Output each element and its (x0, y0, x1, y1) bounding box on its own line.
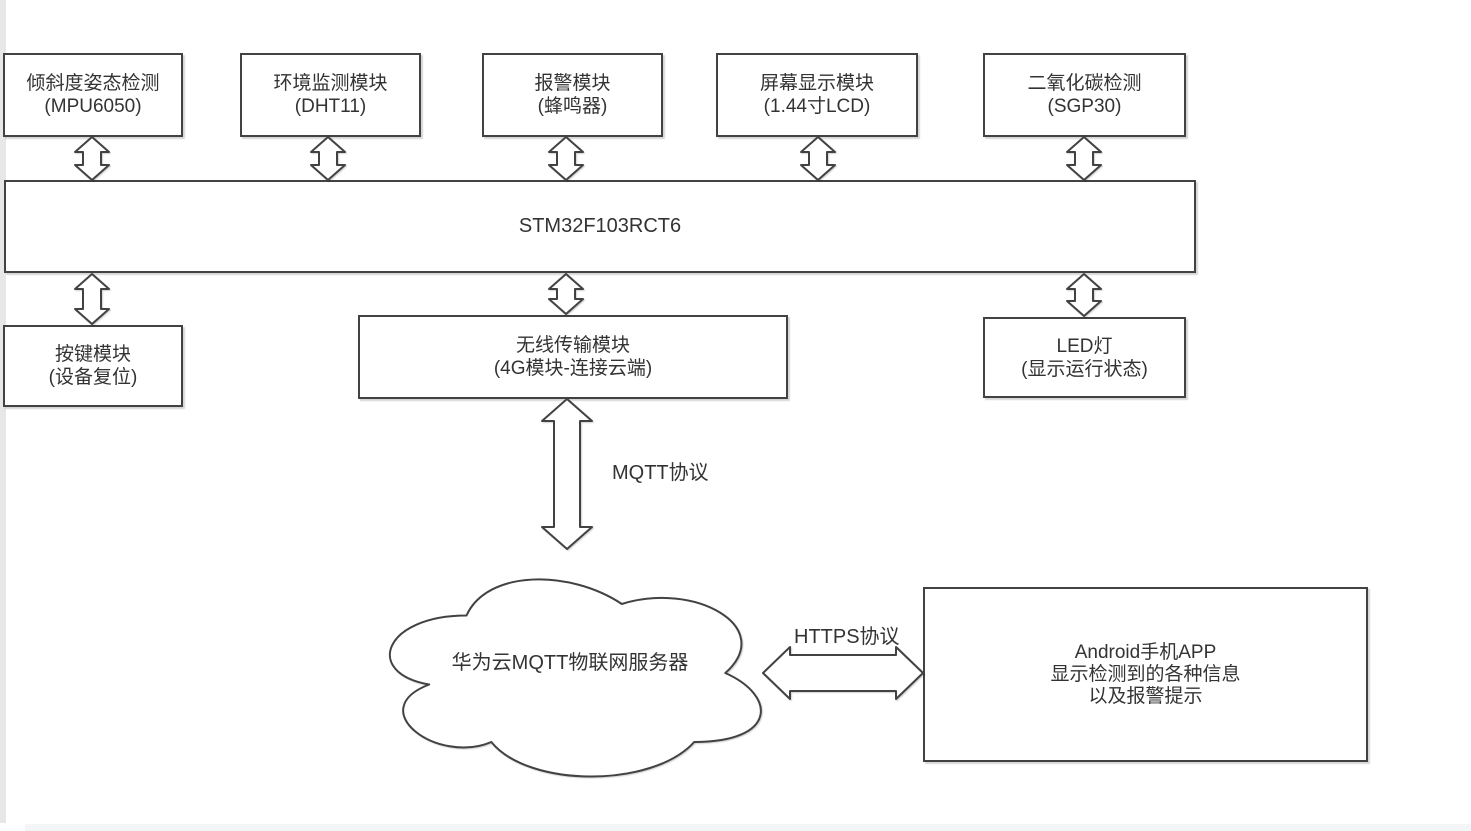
module-box-mpu6050: 倾斜度姿态检测 (MPU6050) (3, 53, 183, 137)
mqtt-protocol-label: MQTT协议 (612, 462, 709, 484)
module-sublabel: (DHT11) (294, 96, 367, 117)
module-sublabel: (1.44寸LCD) (763, 96, 871, 117)
double-arrow-icon-mcu-key (74, 273, 110, 325)
app-description-2: 以及报警提示 (1088, 685, 1203, 707)
module-sublabel: (设备复位) (48, 367, 138, 388)
module-label: 报警模块 (534, 73, 611, 94)
module-label: 倾斜度姿态检测 (26, 73, 160, 94)
module-label: 环境监测模块 (273, 73, 388, 94)
module-box-led: LED灯 (显示运行状态) (983, 317, 1186, 398)
module-box-sgp30: 二氧化碳检测 (SGP30) (983, 53, 1186, 137)
mqtt-double-arrow-icon (541, 398, 593, 550)
module-sublabel: (显示运行状态) (1021, 358, 1148, 380)
module-label: 无线传输模块 (515, 335, 630, 356)
app-label: Android手机APP (1074, 641, 1217, 663)
module-label: 屏幕显示模块 (759, 73, 874, 94)
module-sublabel: (蜂鸣器) (537, 96, 608, 117)
module-box-alarm: 报警模块 (蜂鸣器) (482, 53, 663, 137)
mcu-label: STM32F103RCT6 (518, 215, 682, 237)
https-protocol-label: HTTPS协议 (794, 626, 900, 648)
app-description-1: 显示检测到的各种信息 (1050, 663, 1241, 685)
double-arrow-icon-mcu-led (1066, 273, 1102, 317)
module-box-wireless: 无线传输模块 (4G模块-连接云端) (358, 315, 788, 399)
canvas-bottom-edge (25, 824, 1471, 831)
double-arrow-icon-lcd-mcu (800, 136, 836, 181)
module-sublabel: (4G模块-连接云端) (493, 358, 653, 379)
cloud-label: 华为云MQTT物联网服务器 (451, 652, 689, 674)
module-box-lcd: 屏幕显示模块 (1.44寸LCD) (716, 53, 918, 137)
double-arrow-icon-sgp30-mcu (1066, 136, 1102, 181)
module-sublabel: (SGP30) (1047, 96, 1122, 117)
module-label: 按键模块 (54, 344, 131, 365)
module-label: 二氧化碳检测 (1027, 73, 1142, 94)
module-sublabel: (MPU6050) (44, 96, 142, 117)
app-box-android: Android手机APP 显示检测到的各种信息 以及报警提示 (923, 587, 1368, 762)
double-arrow-icon-mpu-mcu (74, 136, 110, 181)
module-box-key: 按键模块 (设备复位) (3, 325, 183, 407)
double-arrow-icon-dht-mcu (310, 136, 346, 181)
double-arrow-icon-alarm-mcu (548, 136, 584, 181)
canvas-left-edge (0, 0, 6, 823)
module-box-dht11: 环境监测模块 (DHT11) (240, 53, 421, 137)
double-arrow-icon-mcu-wireless (548, 273, 584, 315)
module-label: LED灯 (1056, 335, 1113, 357)
https-double-arrow-icon (762, 646, 924, 700)
cloud-shape-huawei-iot (388, 578, 762, 778)
mcu-box-stm32: STM32F103RCT6 (4, 180, 1196, 273)
